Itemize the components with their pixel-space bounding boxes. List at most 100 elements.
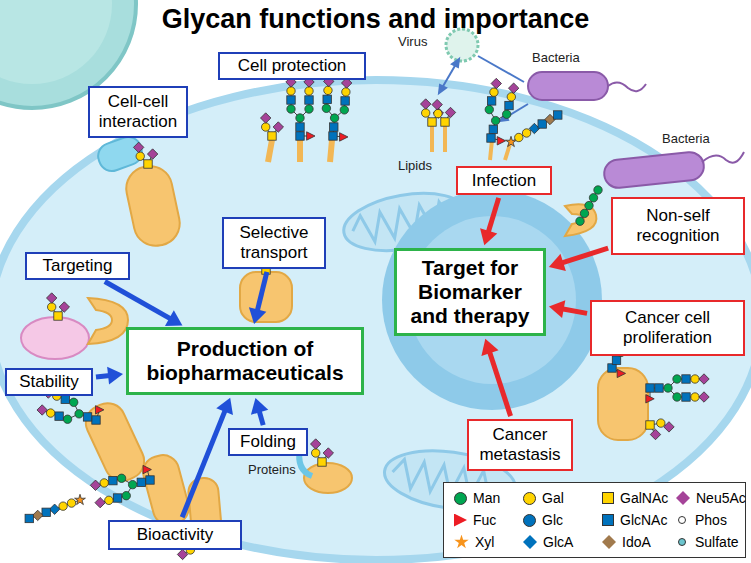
legend-swatch [602, 514, 614, 526]
glycan-symbol [322, 104, 330, 112]
glycan-symbol [63, 415, 71, 423]
glycan-symbol [342, 88, 350, 96]
target-molecule [21, 317, 89, 359]
glycan-symbol [340, 133, 348, 141]
arrow-connector [481, 339, 510, 416]
arrow-line [257, 272, 267, 312]
glycan-symbol [340, 106, 348, 114]
glycan-symbol [330, 123, 338, 131]
legend-item: Neu5Ac [676, 488, 746, 508]
legend-swatch [523, 535, 537, 549]
box-label: Cancer metastasis [474, 425, 566, 464]
glycan-symbol [49, 504, 59, 514]
glycan-symbol [691, 393, 699, 401]
target-box: Production of biopharmaceuticals [126, 327, 364, 395]
glycan-symbol [133, 142, 143, 152]
glycan-symbol [422, 109, 430, 117]
legend-text: Sulfate [695, 534, 739, 550]
glycan-symbol [655, 384, 663, 392]
glycan-symbol [554, 111, 562, 119]
part-label: Bacteria [662, 131, 710, 146]
function-box: Non-self recognition [611, 197, 745, 255]
glycan-symbol [646, 384, 654, 392]
arrow-connector [182, 398, 233, 517]
arrow-connector [96, 367, 123, 385]
arrow-connector [249, 272, 267, 324]
box-label: Stability [12, 372, 86, 392]
arrow-line [96, 375, 110, 377]
glycan-symbol [75, 410, 83, 418]
legend-swatch [602, 535, 616, 549]
glycan-symbol [505, 101, 513, 109]
proteins [21, 124, 648, 543]
glycan-symbol [318, 458, 326, 466]
bacterium [603, 151, 705, 189]
legend-item: Man [454, 488, 500, 508]
binding-arrow [478, 56, 524, 82]
function-box: Targeting [25, 252, 130, 280]
arrow-line [488, 198, 499, 233]
protein-stalk [268, 140, 332, 162]
bacterium [528, 72, 608, 100]
glycan-symbol [54, 312, 62, 320]
glycan-symbol [324, 86, 332, 94]
function-box: Stability [5, 368, 93, 396]
arrow-connector [549, 300, 587, 318]
glycan-symbol [329, 132, 337, 140]
glycan-symbol [311, 439, 321, 449]
box-label: Target for Biomarker and therapy [402, 256, 538, 328]
glycan-symbol [144, 160, 152, 168]
glycan-symbol [273, 122, 283, 132]
legend-text: Gal [542, 490, 564, 506]
glycan-symbol [691, 375, 699, 383]
membrane-protein [598, 368, 648, 440]
glycan-symbol [296, 132, 304, 140]
neighbor-cell-inner [0, 0, 112, 84]
glycan-symbol [490, 88, 498, 96]
nucleus [382, 190, 602, 410]
legend-swatch [454, 535, 469, 550]
legend-text: Glc [542, 512, 563, 528]
flagellum [702, 152, 744, 163]
part-label: Lipids [398, 158, 432, 173]
cell-membrane [0, 80, 751, 560]
arrow-line [259, 410, 263, 425]
box-label: Targeting [32, 256, 123, 276]
glycan-symbol [507, 93, 515, 101]
glycan-symbol [287, 87, 295, 95]
glycan-symbol [287, 105, 295, 113]
glycan-symbol [147, 149, 157, 159]
legend-swatch [454, 514, 467, 527]
arrow-line [182, 410, 225, 517]
part-label: Proteins [248, 462, 296, 477]
glycan-symbol [491, 116, 499, 124]
glycan-symbol [612, 356, 620, 364]
glycan-symbol [143, 465, 151, 473]
box-label: Cancer cell proliferation [597, 308, 738, 347]
legend-item: GlcA [523, 532, 573, 552]
glycan-symbol [109, 476, 117, 484]
function-box: Cancer cell proliferation [590, 300, 745, 356]
diagram-title: Glycan functions and importance [0, 3, 751, 35]
glycan-symbol [312, 449, 320, 457]
glycan-symbol [341, 97, 349, 105]
glycan-symbol [137, 478, 145, 486]
target-box: Target for Biomarker and therapy [394, 248, 546, 336]
arrow-connector [549, 248, 608, 271]
glycan-symbol [433, 108, 443, 118]
glycan-symbol [70, 398, 78, 406]
legend-swatch [678, 516, 686, 524]
legend-item: IdoA [602, 532, 651, 552]
legend-item: Sulfate [676, 532, 739, 552]
lipid-stalk [432, 124, 510, 160]
glycan-symbol [580, 209, 588, 217]
glycan-symbol [589, 194, 597, 202]
arrow-connector [251, 398, 268, 425]
function-box: Infection [456, 166, 552, 195]
legend-item: Fuc [454, 510, 496, 530]
arrow-line [561, 248, 608, 263]
glycan-symbol [48, 303, 56, 311]
box-label: Folding [235, 432, 301, 452]
